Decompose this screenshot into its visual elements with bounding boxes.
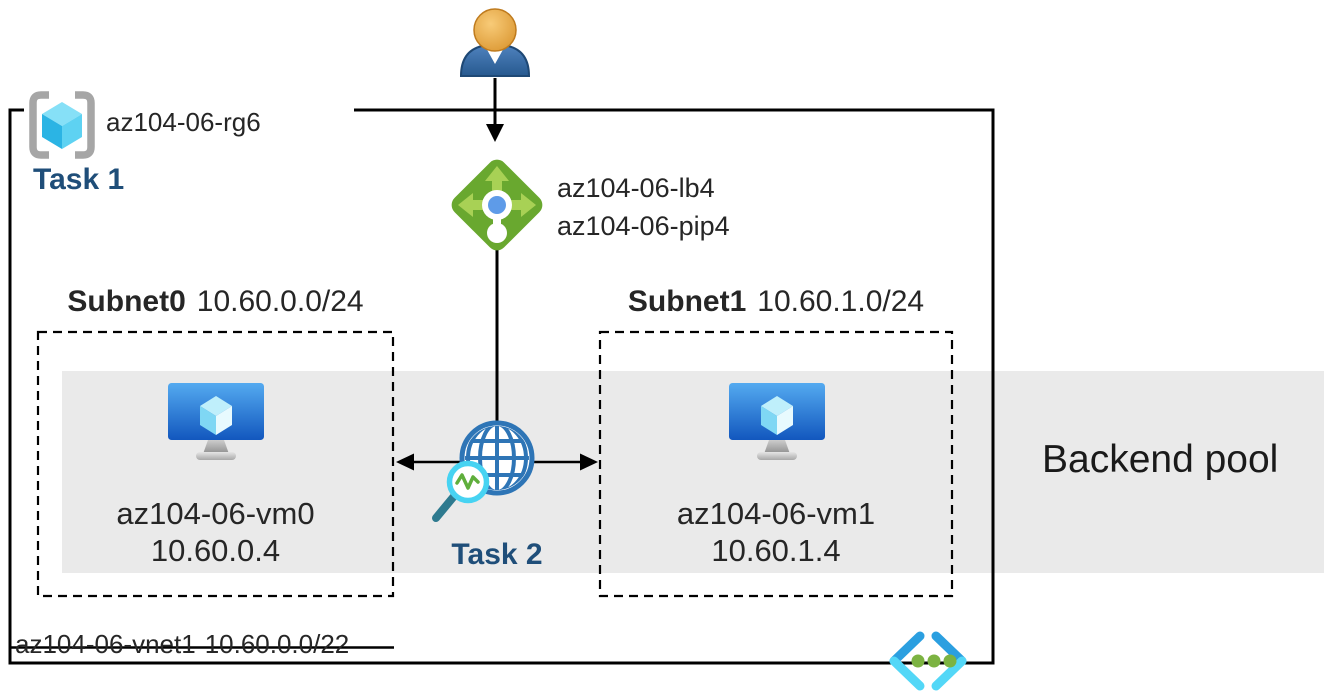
subnet0-header: Subnet0 10.60.0.0/24	[38, 285, 393, 319]
task1-label: Task 1	[33, 163, 125, 196]
subnet1-box	[598, 330, 954, 598]
vm0-name: az104-06-vm0	[116, 496, 315, 531]
vm0-label: az104-06-vm0 10.60.0.4	[38, 495, 393, 569]
vnet-cidr: 10.60.0.0/22	[204, 629, 350, 659]
task2-label: Task 2	[451, 538, 543, 571]
subnet1-cidr: 10.60.1.0/24	[757, 285, 925, 318]
vm1-name: az104-06-vm1	[676, 496, 876, 531]
load-balancer-name: az104-06-lb4	[557, 173, 715, 203]
vm1-ip: 10.60.1.4	[711, 533, 841, 568]
magnifier-handle	[432, 491, 459, 522]
subnet0-name: Subnet0	[67, 285, 186, 318]
user-icon	[459, 8, 531, 77]
subnet1-name: Subnet1	[627, 285, 747, 318]
vnet-label: az104-06-vnet1 10.60.0.0/22	[15, 629, 349, 660]
subnet1-header: Subnet1 10.60.1.0/24	[600, 285, 952, 319]
vm1-label: az104-06-vm1 10.60.1.4	[600, 495, 952, 569]
user-to-lb-arrow	[486, 78, 504, 142]
network-watcher-globe-icon	[432, 420, 535, 522]
resource-group-icon	[29, 91, 95, 159]
resource-group-box	[8, 108, 995, 665]
backend-pool-label: Backend pool	[1042, 438, 1279, 481]
virtual-network-icon	[889, 631, 967, 691]
magnifier-ring	[446, 460, 490, 504]
public-ip-name: az104-06-pip4	[557, 211, 730, 241]
vm0-ip: 10.60.0.4	[150, 533, 281, 568]
resource-group-label: az104-06-rg6	[106, 107, 261, 137]
load-balancer-labels: az104-06-lb4 az104-06-pip4	[557, 169, 730, 245]
subnet0-box	[36, 330, 395, 598]
load-balancer-icon	[451, 159, 543, 251]
subnet0-cidr: 10.60.0.0/24	[196, 285, 364, 318]
virtual-machine-icon	[168, 383, 264, 460]
vnet-name: az104-06-vnet1	[15, 629, 196, 659]
pulse-line	[455, 473, 480, 490]
virtual-machine-icon	[729, 383, 825, 460]
backend-pool-band	[62, 371, 1324, 573]
